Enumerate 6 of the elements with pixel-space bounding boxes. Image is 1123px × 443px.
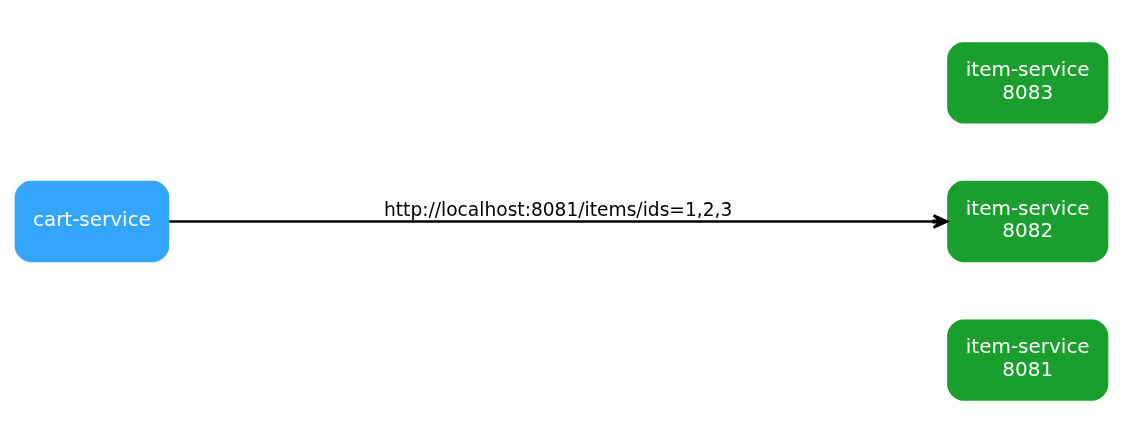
arrow <box>169 214 949 229</box>
edge-label: http://localhost:8081/items/ids=1,2,3 <box>383 199 733 221</box>
node-box: cart-service <box>14 180 170 263</box>
node-box: item-service 8082 <box>947 180 1109 263</box>
node-box: item-service 8081 <box>947 319 1109 401</box>
node-box: item-service 8083 <box>947 42 1109 124</box>
